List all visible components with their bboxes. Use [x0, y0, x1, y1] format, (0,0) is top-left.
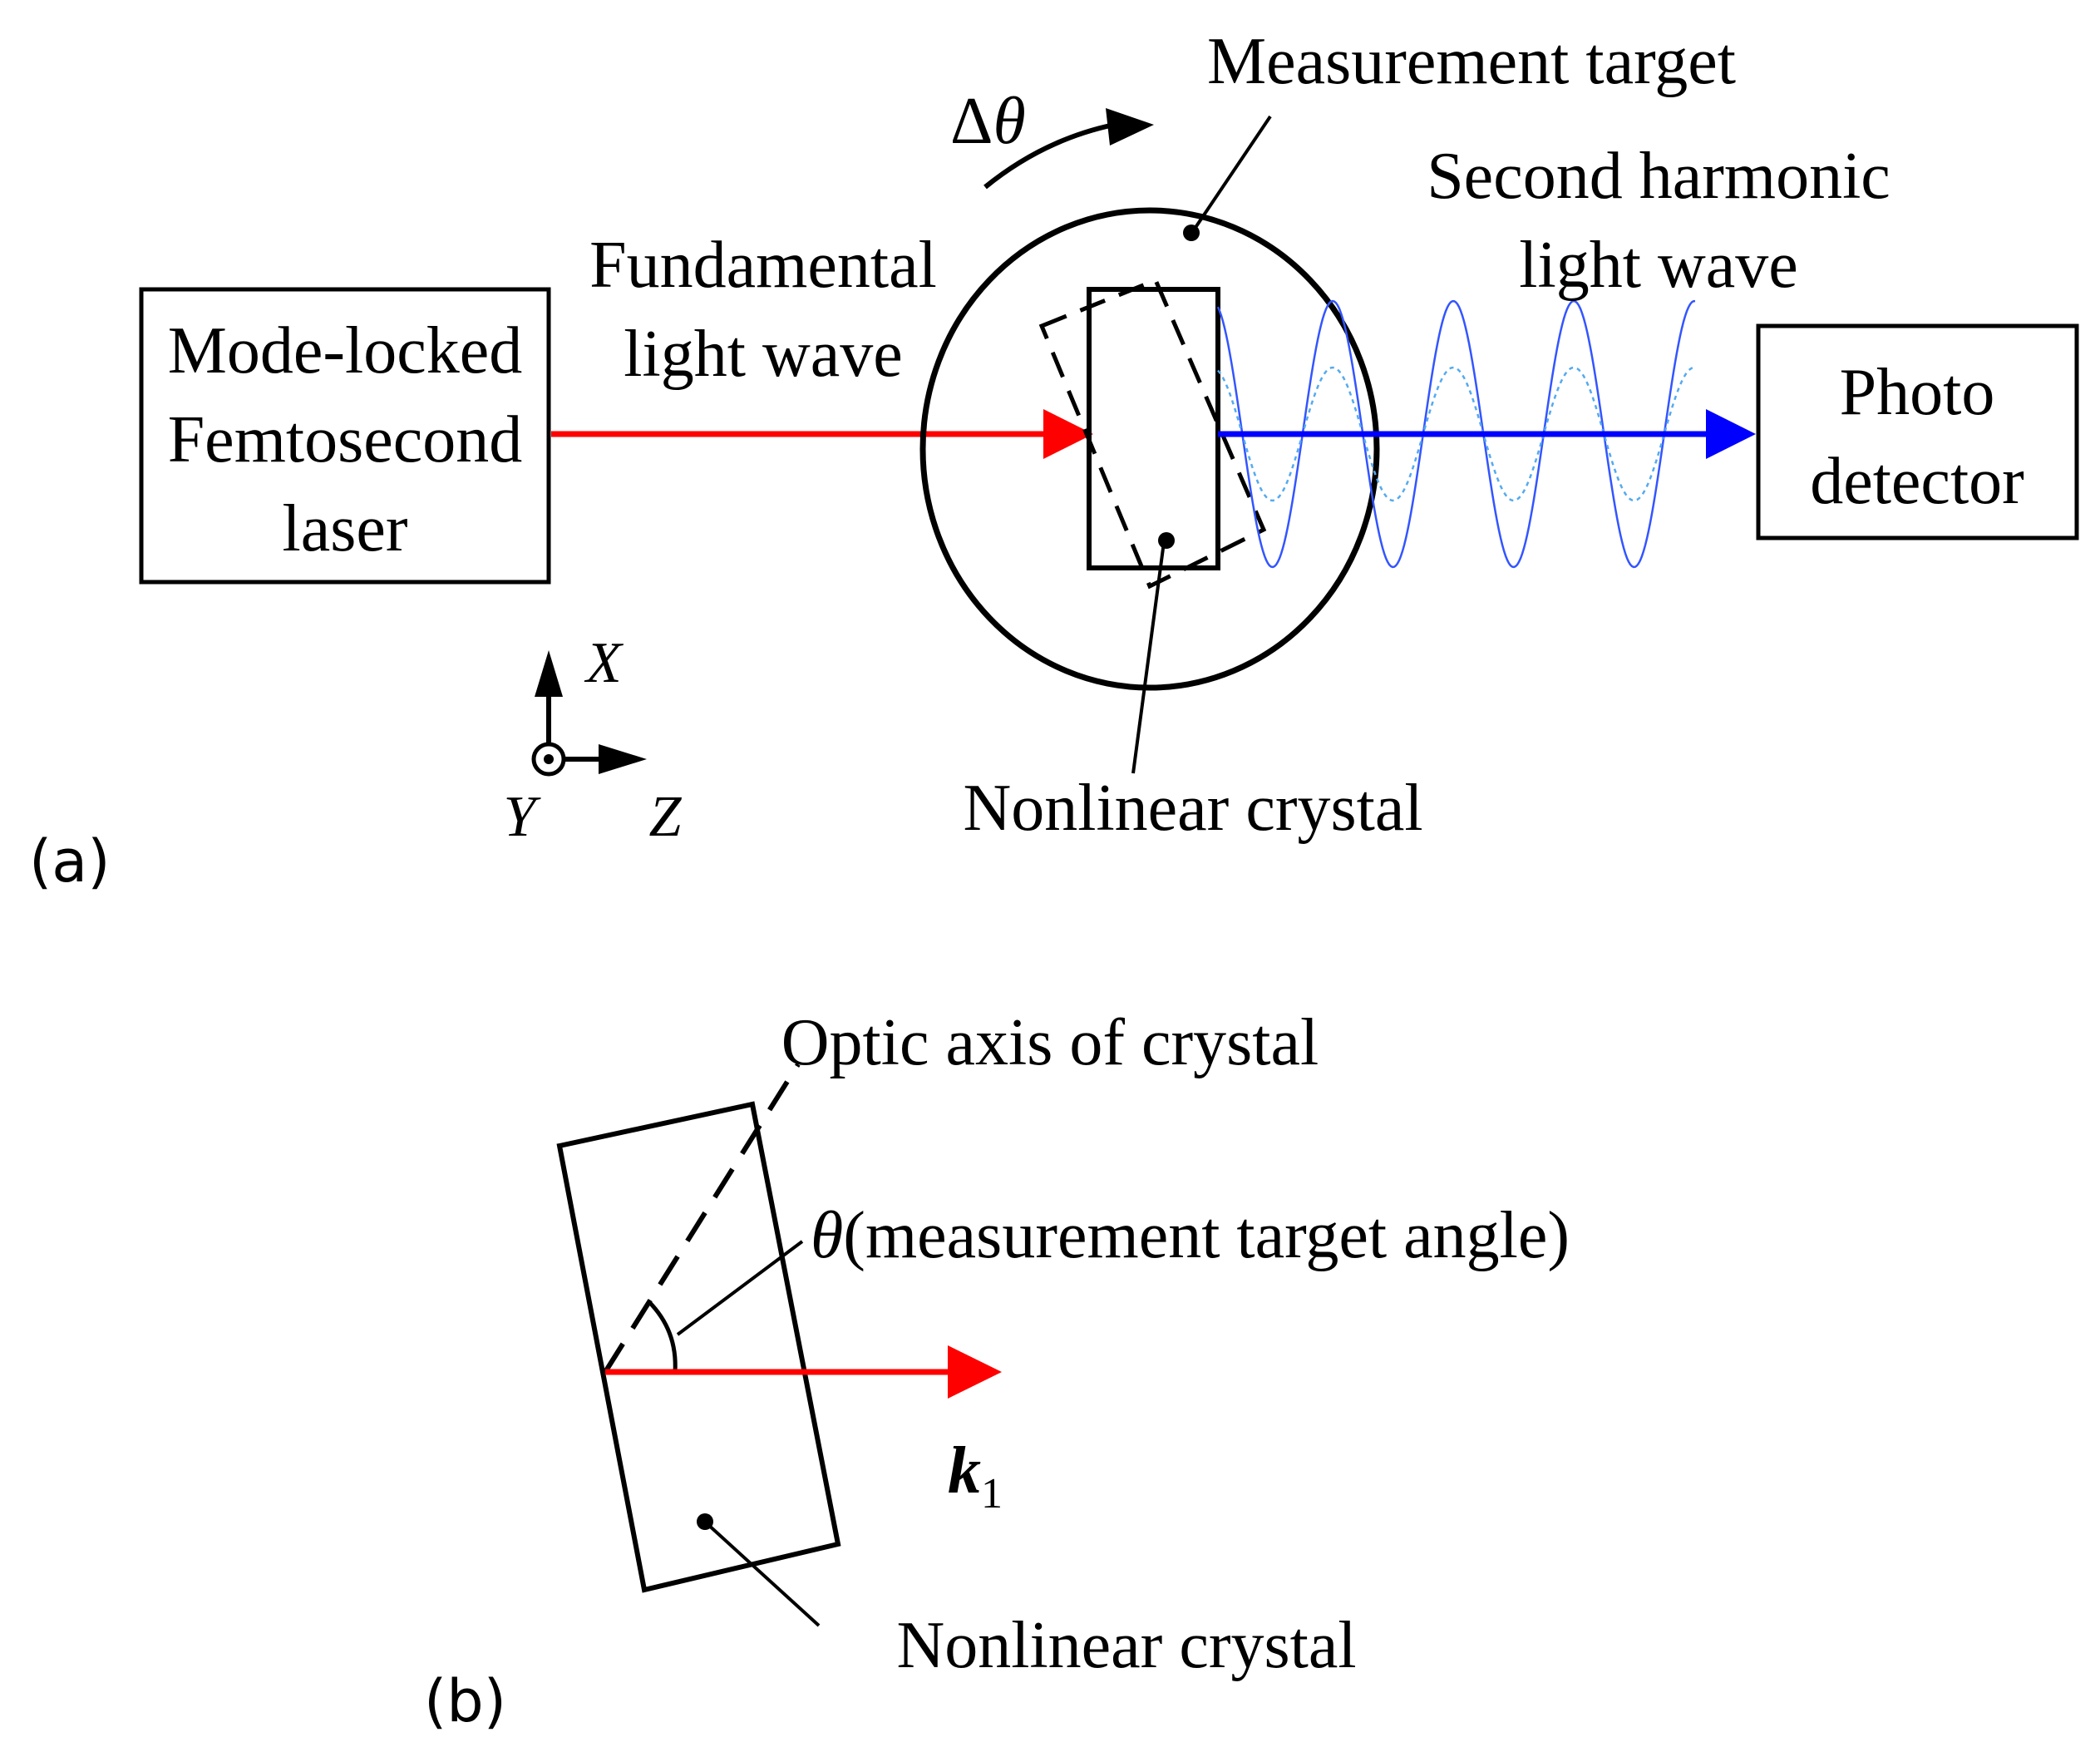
panel-a: Mode-locked Femtosecond laser Fundamenta… — [29, 25, 2079, 896]
nonlinear-crystal-a — [1087, 287, 1220, 570]
y-axis-label: Y — [504, 785, 542, 849]
theta-symbol: θ — [811, 1199, 843, 1272]
z-axis-arrowhead — [599, 744, 647, 774]
k1-symbol: k — [948, 1434, 981, 1508]
fundamental-wave-dotted — [1217, 366, 1695, 502]
nonlinear-crystal-b — [556, 1101, 841, 1593]
rotation-theta: θ — [993, 85, 1025, 158]
rotated-crystal-dashed — [1038, 277, 1267, 590]
fundamental-label-line1: Fundamental — [589, 229, 937, 302]
optic-axis-line — [603, 1063, 801, 1374]
nonlinear-crystal-label-a: Nonlinear crystal — [963, 772, 1422, 845]
nonlinear-crystal-leader-a — [1131, 541, 1166, 774]
photo-detector-box: Photo detector — [1756, 323, 2079, 540]
theta-label: θ(measurement target angle) — [811, 1199, 1570, 1272]
rotation-delta: Δ — [950, 85, 993, 158]
rotation-arrowhead — [1106, 108, 1154, 146]
measurement-target-point — [1183, 225, 1200, 241]
coordinate-axes: X Y Z — [504, 631, 683, 849]
rotation-arrow — [983, 122, 1115, 190]
measurement-target-leader — [1191, 115, 1272, 233]
detector-label-line1: Photo — [1840, 356, 1995, 429]
laser-box: Mode-locked Femtosecond laser — [139, 287, 551, 585]
theta-description: (measurement target angle) — [843, 1199, 1570, 1272]
second-harmonic-label-line1: Second harmonic — [1427, 140, 1890, 213]
measurement-target-label: Measurement target — [1207, 25, 1736, 98]
panel-a-tag: (a) — [29, 827, 111, 896]
laser-label-line1: Mode-locked — [168, 314, 523, 387]
second-harmonic-wave — [1216, 299, 1696, 569]
laser-label-line2: Femtosecond — [168, 403, 523, 476]
fundamental-beam-arrowhead — [1043, 409, 1093, 459]
fundamental-label-line2: light wave — [624, 318, 902, 391]
optic-axis-label: Optic axis of crystal — [781, 1006, 1319, 1079]
y-axis-dot — [544, 754, 554, 764]
nonlinear-crystal-leader-b — [705, 1522, 821, 1627]
wave-vector-k1-arrowhead — [948, 1345, 1002, 1399]
laser-label-line3: laser — [282, 492, 407, 565]
panel-b: Optic axis of crystal θ(measurement targ… — [424, 1006, 1570, 1735]
k1-subscript: 1 — [981, 1470, 1003, 1517]
crystal-center-point — [1158, 532, 1175, 549]
k1-label: k1 — [948, 1434, 1003, 1517]
theta-leader — [676, 1240, 804, 1336]
second-harmonic-label-line2: light wave — [1519, 229, 1797, 302]
panel-b-tag: (b) — [424, 1667, 506, 1735]
detector-label-line2: detector — [1810, 445, 2024, 518]
second-harmonic-beam-arrowhead — [1706, 409, 1756, 459]
rotation-label: Δθ — [950, 85, 1026, 158]
nonlinear-crystal-label-b: Nonlinear crystal — [896, 1609, 1356, 1682]
measurement-target-circle — [919, 207, 1380, 691]
theta-angle-arc — [647, 1300, 678, 1373]
z-axis-label: Z — [649, 785, 683, 849]
x-axis-arrowhead — [535, 650, 563, 697]
x-axis-label: X — [584, 631, 624, 695]
